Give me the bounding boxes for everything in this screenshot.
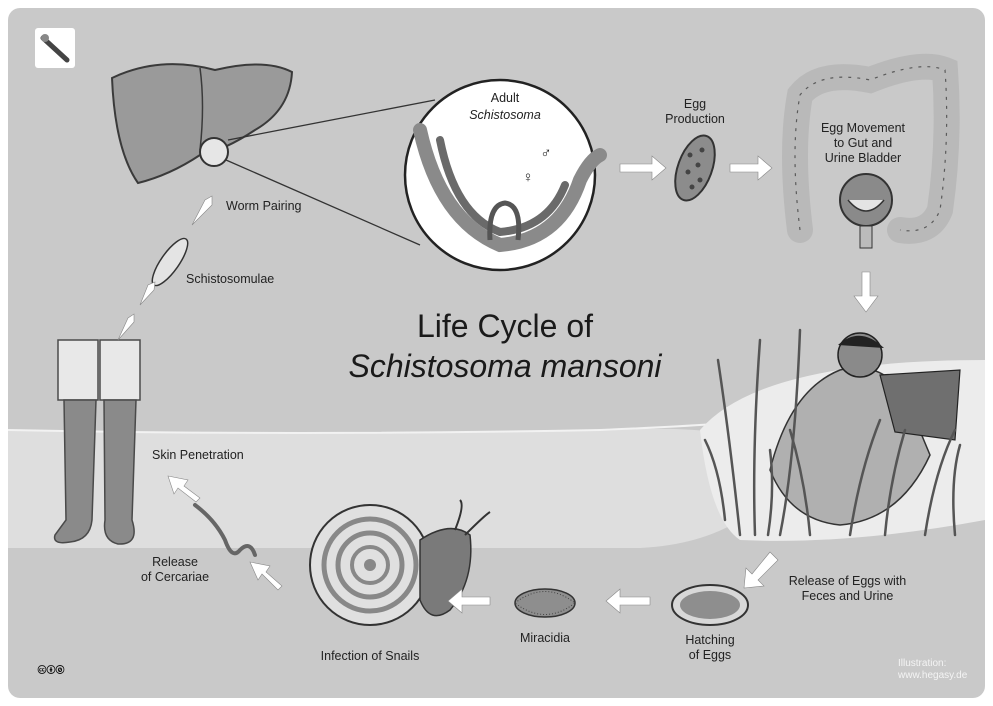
arrow-down-shore — [854, 272, 878, 312]
label-of-cercariae: of Cercariae — [130, 570, 220, 585]
label-schistosoma: Schistosoma — [455, 108, 555, 123]
credit-line-1: Illustration: — [898, 658, 967, 670]
label-release-eggs-2: Feces and Urine — [780, 589, 915, 604]
female-symbol: ♀ — [520, 170, 536, 185]
title-line-2: Schistosoma mansoni — [300, 346, 710, 386]
label-miracidia: Miracidia — [505, 631, 585, 646]
credit: Illustration: www.hegasy.de — [898, 658, 967, 682]
arrow-legs-up — [118, 314, 134, 340]
arrow-to-egg — [620, 156, 666, 180]
label-egg-movement-2: to Gut and — [808, 136, 918, 151]
miracidium — [515, 589, 575, 617]
label-release-eggs-1: Release of Eggs with — [780, 574, 915, 589]
cc-license-icon: 🅭🅯🄍 — [38, 662, 65, 678]
label-infection-snails: Infection of Snails — [310, 649, 430, 664]
arrow-to-gut — [730, 156, 772, 180]
label-production: Production — [655, 112, 735, 127]
arrow-to-miracidia — [606, 589, 650, 613]
label-worm-pairing: Worm Pairing — [226, 199, 301, 214]
arrow-cercariae-release — [250, 562, 282, 590]
label-egg-movement-3: Urine Bladder — [808, 151, 918, 166]
urethra — [860, 226, 872, 248]
egg-production-egg — [667, 130, 722, 206]
arrow-release-eggs — [744, 552, 778, 588]
title-line-1: Life Cycle of — [300, 306, 710, 346]
label-schistosomulae: Schistosomulae — [186, 272, 274, 287]
pen-logo-icon — [35, 28, 75, 68]
label-egg: Egg — [655, 97, 735, 112]
label-of-eggs: of Eggs — [670, 648, 750, 663]
label-release-1: Release — [135, 555, 215, 570]
male-symbol: ♂ — [538, 146, 554, 161]
credit-line-2: www.hegasy.de — [898, 670, 967, 682]
label-egg-movement-1: Egg Movement — [808, 121, 918, 136]
label-skin-penetration: Skin Penetration — [152, 448, 244, 463]
hatching-egg-inner — [680, 591, 740, 619]
label-hatching: Hatching — [670, 633, 750, 648]
label-adult: Adult — [475, 91, 535, 106]
liver-vessel-zoom — [200, 138, 228, 166]
arrow-schistosomulae-up — [140, 282, 155, 305]
arrow-worm-pairing — [192, 196, 212, 225]
diagram-title: Life Cycle of Schistosoma mansoni — [300, 306, 710, 386]
